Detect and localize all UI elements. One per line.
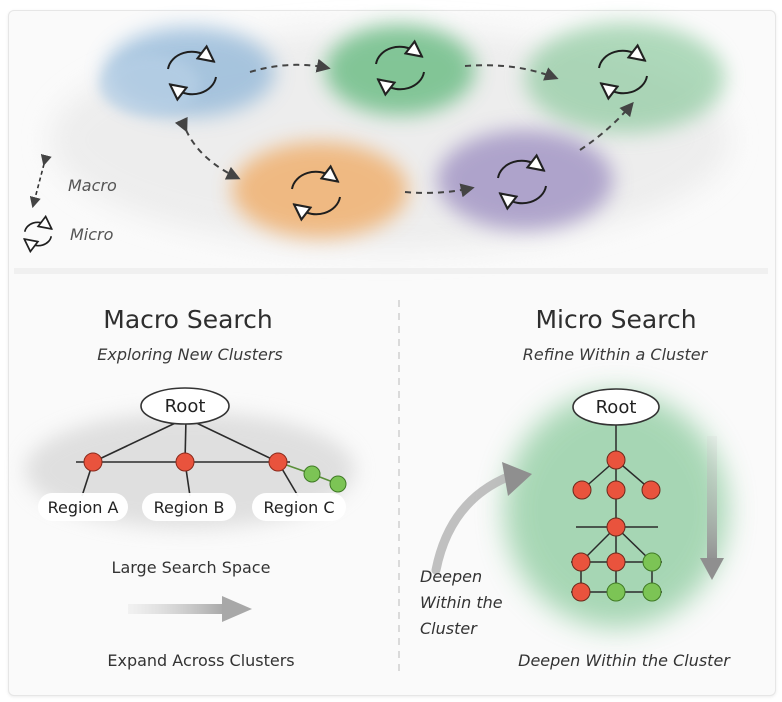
micro-node-l5a [571, 582, 591, 602]
micro-node-l3 [606, 517, 626, 537]
macro-root-node: Root [140, 387, 230, 425]
macro-node-a [83, 452, 103, 472]
micro-root-label: Root [596, 397, 637, 418]
micro-node-l1 [606, 450, 626, 470]
micro-node-l2b [606, 480, 626, 500]
cycle-icon-purple [497, 161, 547, 204]
micro-node-l5b [606, 582, 626, 602]
arrow-blue-to-orange [174, 116, 241, 180]
macro-node-green-2 [329, 475, 347, 493]
micro-title: Micro Search [535, 305, 696, 334]
micro-nodes [571, 450, 662, 602]
macro-node-c [268, 452, 288, 472]
micro-node-l2a [572, 480, 592, 500]
legend-micro-label: Micro [70, 225, 114, 244]
legend-macro-label: Macro [68, 176, 117, 195]
macro-root-label: Root [165, 396, 206, 417]
region-c-pill: Region C [252, 493, 346, 521]
deepen-within-cluster-label: Deepen Within the Cluster [518, 651, 731, 670]
arrow-green-to-green [464, 64, 559, 81]
micro-node-l4a [571, 552, 591, 572]
region-a-pill: Region A [38, 493, 128, 521]
micro-root-node: Root [572, 388, 660, 426]
micro-node-l4b [606, 552, 626, 572]
micro-node-l5c [642, 582, 662, 602]
cluster-orange [232, 142, 408, 238]
cycle-icon-green-2 [598, 51, 648, 94]
expand-arrow-icon [128, 596, 252, 622]
large-search-space-label: Large Search Space [112, 558, 271, 577]
deepen-side-text: Deepen Within the Cluster [420, 567, 503, 638]
arrow-orange-to-purple [404, 183, 475, 198]
macro-node-b [175, 452, 195, 472]
region-b-pill: Region B [142, 493, 236, 521]
macro-transitions [174, 58, 634, 198]
deepen-side-line-2: Within the [420, 593, 503, 612]
macro-legend-icon [29, 153, 52, 209]
cycle-icon-blue [167, 52, 217, 95]
region-c-label: Region C [263, 498, 334, 517]
arrow-purple-to-green [579, 101, 634, 151]
cluster-purple [437, 130, 613, 230]
cluster-blue [100, 27, 275, 117]
region-b-label: Region B [154, 498, 225, 517]
section-divider [14, 268, 768, 274]
arrow-blue-to-green [249, 58, 331, 73]
cluster-green-2 [525, 23, 725, 133]
deepen-down-arrow-icon [700, 436, 724, 580]
macro-red-nodes [83, 452, 288, 472]
legend: Macro Micro [25, 153, 117, 246]
macro-green-nodes [303, 465, 347, 493]
cycle-icon-green-1 [375, 47, 425, 90]
micro-legend-icon [25, 222, 51, 245]
macro-node-green-1 [303, 465, 321, 483]
macro-title: Macro Search [103, 305, 273, 334]
micro-node-l2c [641, 480, 661, 500]
cluster-green-1 [325, 25, 475, 115]
region-a-label: Region A [48, 498, 119, 517]
macro-subtitle: Exploring New Clusters [97, 345, 282, 364]
deepen-curved-arrow-icon [431, 462, 532, 575]
deepen-side-line-1: Deepen [420, 567, 482, 586]
micro-subtitle: Refine Within a Cluster [523, 345, 709, 364]
cycle-icon-orange [291, 172, 341, 215]
expand-across-clusters-label: Expand Across Clusters [107, 651, 294, 670]
deepen-side-line-3: Cluster [420, 619, 478, 638]
micro-node-l4c [642, 552, 662, 572]
